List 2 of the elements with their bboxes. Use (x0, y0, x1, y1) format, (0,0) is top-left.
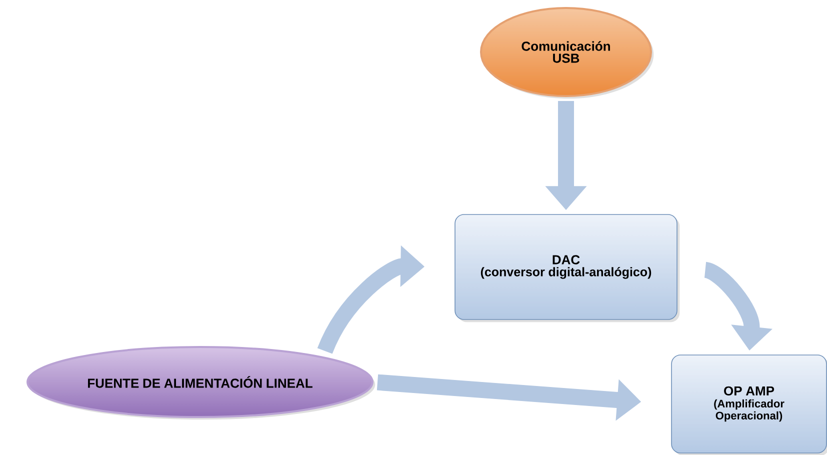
process-box: OP AMP (Amplificador Operacional) (671, 354, 827, 455)
process-box: DAC (conversor digital-analógico) (454, 214, 680, 322)
